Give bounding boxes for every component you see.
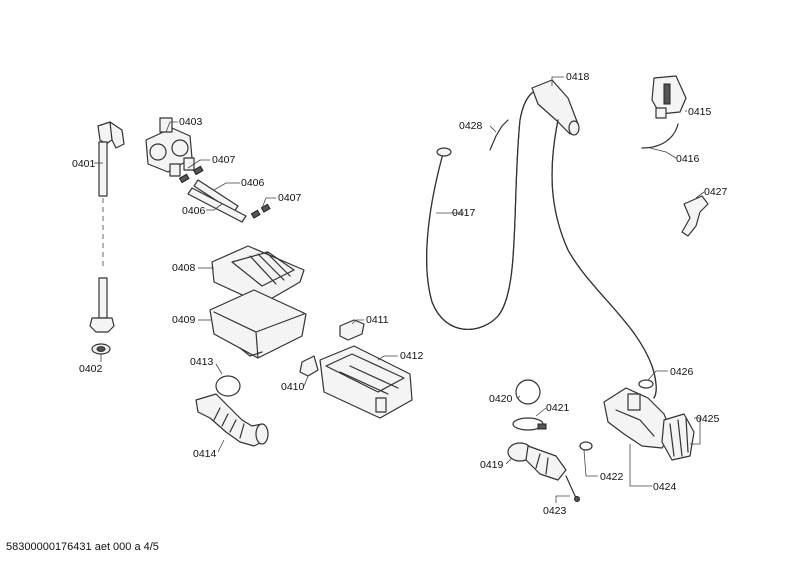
part-0419-filter[interactable]	[507, 442, 567, 481]
part-0409-drawer-housing[interactable]	[209, 289, 307, 359]
part-0413-ring[interactable]	[215, 375, 241, 397]
label-0420[interactable]: 0420	[489, 393, 513, 405]
part-0401-fill-hose[interactable]	[89, 121, 125, 333]
label-0415[interactable]: 0415	[688, 106, 712, 118]
label-0427[interactable]: 0427	[704, 186, 728, 198]
part-0411-cap[interactable]	[339, 319, 365, 341]
label-0416[interactable]: 0416	[676, 153, 700, 165]
part-0416-pressure-hose[interactable]	[641, 123, 679, 149]
label-0403[interactable]: 0403	[179, 116, 203, 128]
label-0417[interactable]: 0417	[452, 207, 476, 219]
part-0414-bellows[interactable]	[195, 393, 269, 447]
part-0408-drawer-cover[interactable]	[211, 245, 305, 305]
label-0421[interactable]: 0421	[546, 402, 570, 414]
label-0407-b[interactable]: 0407	[278, 192, 302, 204]
label-0407-a[interactable]: 0407	[212, 154, 236, 166]
main-drain-hose[interactable]	[551, 119, 657, 399]
document-footer: 58300000176431 aet 000 a 4/5	[6, 541, 159, 553]
label-0423[interactable]: 0423	[543, 505, 567, 517]
leader-lines	[94, 76, 705, 503]
part-0420-lid[interactable]	[515, 379, 541, 405]
label-0428[interactable]: 0428	[459, 120, 483, 132]
label-0402[interactable]: 0402	[79, 363, 103, 375]
label-0411[interactable]: 0411	[366, 314, 389, 326]
part-0415-pressure-switch[interactable]	[651, 75, 687, 119]
part-0422-clamp[interactable]	[579, 441, 593, 451]
part-0418-hose-connector[interactable]	[531, 79, 580, 136]
part-0407-clamps-top[interactable]	[178, 165, 204, 184]
part-0417-drain-hose[interactable]	[426, 89, 541, 330]
part-0403-valve[interactable]	[145, 117, 195, 177]
part-0412-drawer-insert[interactable]	[319, 345, 413, 419]
part-0425-pump-motor[interactable]	[661, 413, 695, 461]
part-0428-clip[interactable]	[489, 119, 509, 151]
label-0414[interactable]: 0414	[193, 448, 217, 460]
part-labels: 0401 0402 0403 0407 0406 0406 0407 0408 …	[72, 71, 728, 517]
part-0421-seal-ring[interactable]	[512, 417, 547, 431]
label-0406-b[interactable]: 0406	[182, 205, 206, 217]
label-0409[interactable]: 0409	[172, 314, 196, 326]
label-0406-a[interactable]: 0406	[241, 177, 265, 189]
label-0419[interactable]: 0419	[480, 459, 504, 471]
part-0427-holder[interactable]	[681, 195, 709, 237]
label-0413[interactable]: 0413	[190, 356, 214, 368]
part-0407-clamps-bottom[interactable]	[250, 203, 271, 219]
label-0426[interactable]: 0426	[670, 366, 694, 378]
part-0410-clip[interactable]	[299, 355, 319, 377]
label-0418[interactable]: 0418	[566, 71, 590, 83]
label-0425[interactable]: 0425	[696, 413, 720, 425]
label-0401[interactable]: 0401	[72, 158, 96, 170]
part-0423-screw[interactable]	[565, 475, 580, 502]
part-0426-clamp[interactable]	[638, 379, 654, 389]
part-0402-washer[interactable]	[91, 343, 111, 355]
label-0422[interactable]: 0422	[600, 471, 624, 483]
part-0406-hoses[interactable]	[187, 179, 247, 223]
label-0424[interactable]: 0424	[653, 481, 677, 493]
label-0412[interactable]: 0412	[400, 350, 424, 362]
label-0408[interactable]: 0408	[172, 262, 196, 274]
label-0410[interactable]: 0410	[281, 381, 305, 393]
